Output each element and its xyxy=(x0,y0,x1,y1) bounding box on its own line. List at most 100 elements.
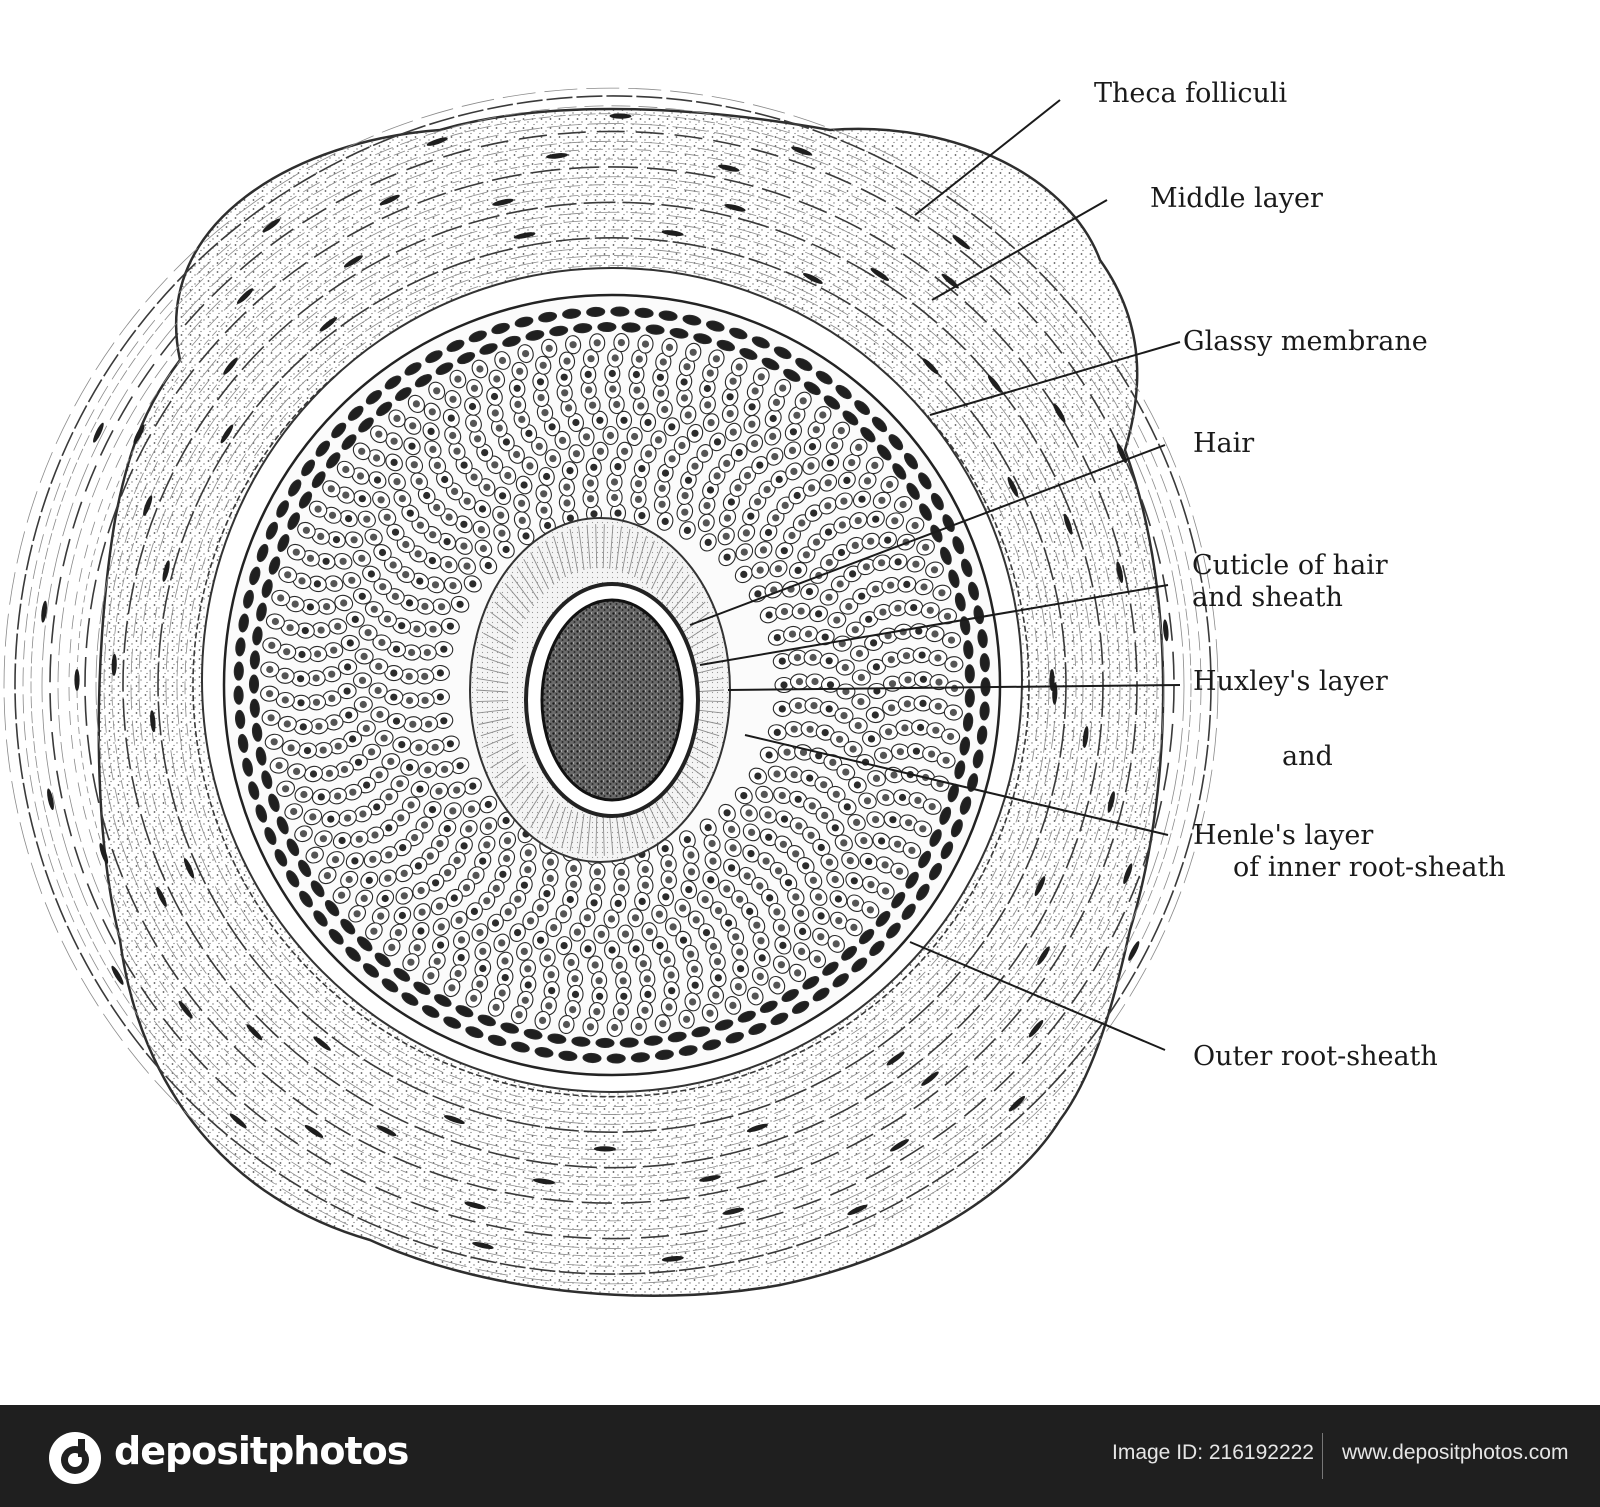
huxley-striation xyxy=(609,524,614,569)
cell-nucleus xyxy=(469,580,477,588)
label-hair: Hair xyxy=(1193,428,1255,459)
cell-nucleus xyxy=(539,361,547,369)
cell-nucleus xyxy=(563,499,571,507)
fibre-nucleus xyxy=(718,164,740,172)
cell-nucleus xyxy=(363,515,371,523)
epithelial-cell xyxy=(514,316,534,328)
cell-nucleus xyxy=(679,904,687,912)
cell-nucleus xyxy=(769,414,777,423)
cell-nucleus xyxy=(794,795,802,803)
cell-nucleus xyxy=(833,616,841,624)
huxley-striation xyxy=(537,799,555,834)
epithelial-cell xyxy=(751,336,770,349)
cell-nucleus xyxy=(560,373,568,381)
cell-nucleus xyxy=(886,480,894,489)
cell-nucleus xyxy=(789,428,798,436)
cell-nucleus xyxy=(908,846,916,855)
cell-nucleus xyxy=(780,681,788,689)
cell-nucleus xyxy=(736,895,744,903)
leader-middle-layer xyxy=(931,199,1108,301)
cell-nucleus xyxy=(344,814,352,822)
cell-nucleus xyxy=(590,899,598,907)
cell-nucleus xyxy=(375,771,383,779)
cell-nucleus xyxy=(821,633,829,641)
cell-nucleus xyxy=(520,947,528,956)
fibre-nucleus xyxy=(1082,726,1089,748)
cell-nucleus xyxy=(701,896,709,904)
cell-nucleus xyxy=(820,781,828,789)
cell-nucleus xyxy=(479,857,487,865)
cell-nucleus xyxy=(587,355,595,363)
cell-nucleus xyxy=(407,958,415,966)
cell-nucleus xyxy=(383,513,391,521)
cell-nucleus xyxy=(887,656,895,664)
cell-nucleus xyxy=(393,414,401,422)
huxley-striation xyxy=(677,601,706,627)
fibre-nucleus xyxy=(1037,946,1050,966)
cell-nucleus xyxy=(748,828,756,837)
cell-nucleus xyxy=(849,745,857,753)
cell-nucleus xyxy=(408,442,416,450)
cell-nucleus xyxy=(450,894,458,902)
cell-nucleus xyxy=(317,626,325,634)
huxley-striation xyxy=(670,583,696,613)
cell-nucleus xyxy=(947,636,956,644)
cell-nucleus xyxy=(942,756,950,764)
cell-nucleus xyxy=(565,404,573,412)
epithelial-cell xyxy=(313,910,328,927)
epithelial-cell xyxy=(959,616,971,636)
cell-nucleus xyxy=(467,805,476,813)
cell-nucleus xyxy=(426,852,434,860)
cell-nucleus xyxy=(348,576,356,584)
cell-nucleus xyxy=(379,583,387,591)
cell-nucleus xyxy=(491,461,499,469)
epithelial-cell xyxy=(952,536,965,555)
cell-nucleus xyxy=(567,958,575,967)
epithelial-cell xyxy=(979,653,990,673)
cell-nucleus xyxy=(678,441,686,450)
epithelial-cell xyxy=(929,829,942,847)
cell-nucleus xyxy=(539,1016,547,1024)
cell-nucleus xyxy=(469,419,478,427)
epithelial-cell xyxy=(249,566,261,586)
cell-nucleus xyxy=(385,793,393,801)
cell-nucleus xyxy=(614,899,622,908)
cell-nucleus xyxy=(469,782,477,790)
cell-nucleus xyxy=(764,528,773,537)
cell-nucleus xyxy=(826,459,834,467)
cell-nucleus xyxy=(832,940,840,948)
cell-nucleus xyxy=(762,857,770,865)
cell-nucleus xyxy=(570,864,578,873)
cell-nucleus xyxy=(723,459,731,467)
cell-nucleus xyxy=(740,792,748,800)
cell-nucleus xyxy=(872,585,880,593)
fibre-nucleus xyxy=(1063,513,1073,535)
cell-nucleus xyxy=(704,538,712,547)
epithelial-cell xyxy=(748,1023,767,1035)
fibre-nucleus xyxy=(1008,1095,1026,1112)
epithelial-cell xyxy=(905,871,919,889)
cell-nucleus xyxy=(858,592,866,600)
cell-nucleus xyxy=(514,895,522,903)
cell-nucleus xyxy=(825,657,833,665)
cell-nucleus xyxy=(748,420,756,428)
cell-nucleus xyxy=(327,485,335,493)
cell-nucleus xyxy=(340,765,349,774)
cell-nucleus xyxy=(483,841,491,849)
cell-nucleus xyxy=(360,652,368,661)
cell-nucleus xyxy=(775,475,783,483)
cell-nucleus xyxy=(414,550,422,558)
cell-nucleus xyxy=(582,433,591,441)
cell-nucleus xyxy=(691,462,699,470)
fibre-nucleus xyxy=(921,1071,939,1086)
epithelial-cell xyxy=(948,569,960,588)
cell-nucleus xyxy=(850,923,858,932)
cell-nucleus xyxy=(845,602,853,611)
epithelial-cell xyxy=(795,357,813,372)
cell-nucleus xyxy=(712,991,720,999)
huxley-striation xyxy=(686,632,717,650)
epithelial-cell xyxy=(770,1012,789,1026)
cell-nucleus xyxy=(934,702,942,710)
huxley-striation xyxy=(494,757,523,779)
epithelial-cell xyxy=(940,546,952,566)
